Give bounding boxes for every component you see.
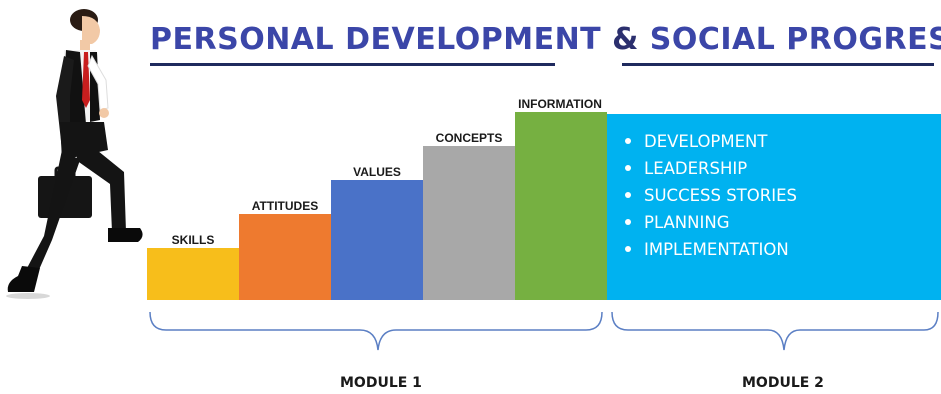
businessman-climbing-illustration [6,9,143,299]
topic-item: DEVELOPMENT [620,128,797,155]
module-1-brace [149,311,603,351]
step-label-skills: SKILLS [171,233,215,247]
step-values [331,180,423,300]
topic-label: IMPLEMENTATION [644,240,789,259]
step-label-information: INFORMATION [518,97,602,111]
title-underline-right [622,63,934,66]
topic-item: LEADERSHIP [620,155,797,182]
title-underline-left [150,63,555,66]
step-attitudes [239,214,331,300]
topic-label: PLANNING [644,213,730,232]
topic-item: IMPLEMENTATION [620,236,797,263]
module-2-panel [607,114,941,300]
module-2-topic-list: DEVELOPMENT LEADERSHIP SUCCESS STORIES P… [620,128,797,263]
title-part-1: PERSONAL DEVELOPMENT [150,22,602,57]
step-label-attitudes: ATTITUDES [251,199,319,213]
step-information [515,112,607,300]
step-label-concepts: CONCEPTS [435,131,503,145]
module-2-brace [611,311,939,351]
module-1-label: MODULE 1 [340,375,422,391]
topic-item: SUCCESS STORIES [620,182,797,209]
bullet-icon [625,138,631,144]
bullet-icon [625,192,631,198]
topic-item: PLANNING [620,209,797,236]
bullet-icon [625,165,631,171]
topic-label: SUCCESS STORIES [644,186,797,205]
title-part-2: SOCIAL PROGRESS [649,22,941,57]
bullet-icon [625,246,631,252]
title-ampersand: & [612,22,639,57]
step-skills [147,248,239,300]
step-label-values: VALUES [353,165,401,179]
module-2-label: MODULE 2 [742,375,824,391]
topic-label: DEVELOPMENT [644,132,768,151]
step-concepts [423,146,515,300]
topic-label: LEADERSHIP [644,159,748,178]
bullet-icon [625,219,631,225]
module-braces [149,311,939,351]
page-title: PERSONAL DEVELOPMENT & SOCIAL PROGRESS [150,22,941,57]
